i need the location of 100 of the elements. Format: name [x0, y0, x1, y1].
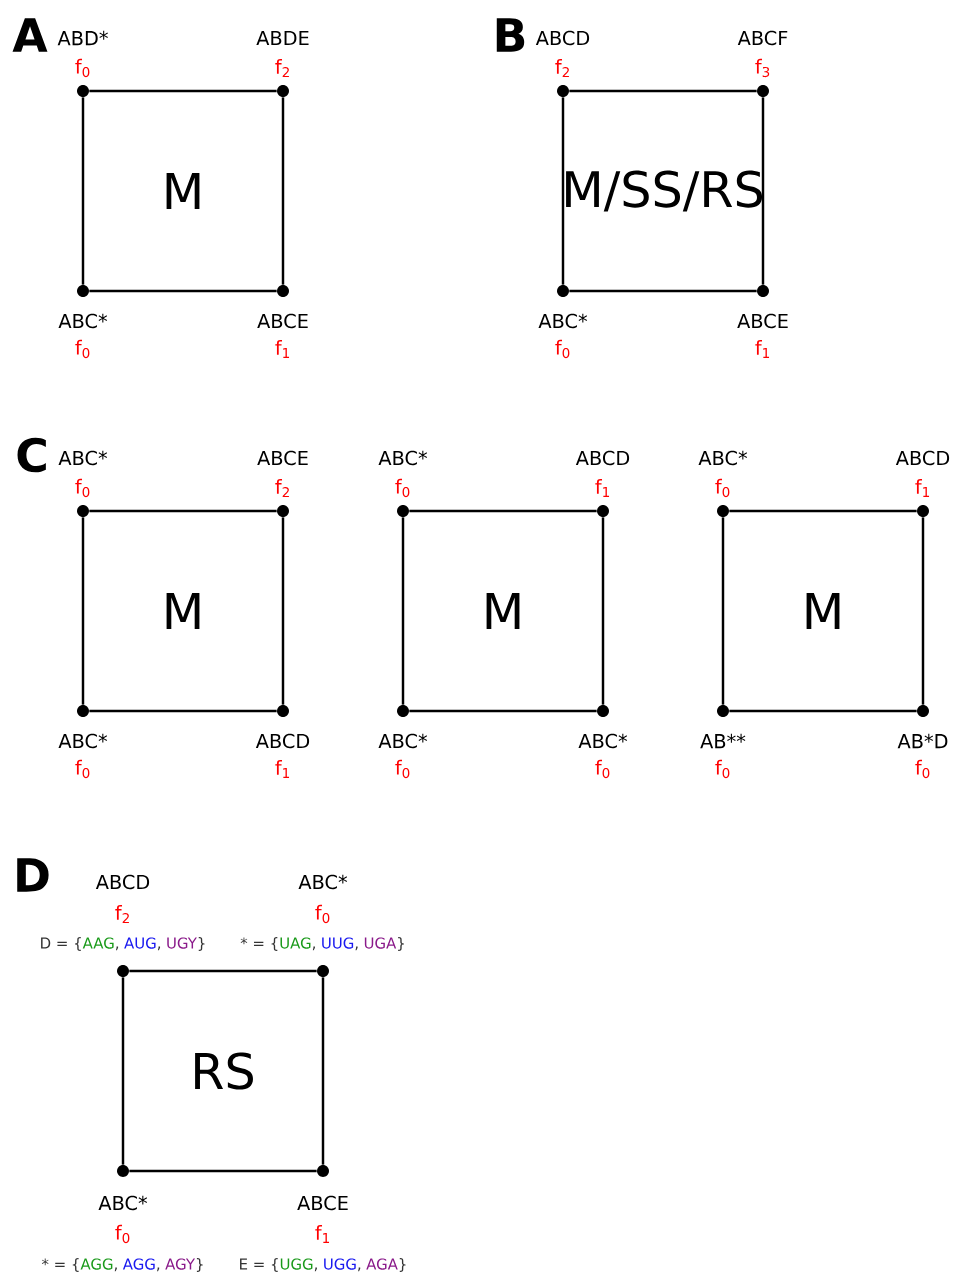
panel-letter: A — [12, 18, 48, 52]
square-side — [281, 517, 285, 705]
square-side — [761, 97, 765, 285]
square-label: M — [806, 593, 840, 629]
square-label: RS — [195, 1052, 253, 1090]
node-label: AGY — [165, 1258, 196, 1270]
square-side — [409, 509, 597, 513]
square-side — [89, 709, 277, 713]
genotype-label: AB*D — [897, 733, 948, 749]
fitness-label: f$_{0}$ — [75, 759, 90, 779]
node-label: AAG — [82, 937, 114, 949]
panel-letter: B — [496, 18, 525, 52]
node-label: , — [114, 1267, 117, 1272]
square-side — [121, 977, 125, 1165]
square-side — [721, 517, 725, 705]
node-label: } — [398, 937, 404, 951]
genotype-label: ABC* — [58, 313, 108, 329]
fitness-label: f$_{1}$ — [275, 760, 289, 778]
fitness-label: f$_{2}$ — [275, 478, 289, 498]
fitness-label: f$_{0}$ — [75, 58, 90, 78]
square-side — [129, 969, 317, 973]
square-side — [81, 517, 85, 705]
genotype-label: ABC* — [298, 874, 348, 890]
node-label: * = { — [41, 1258, 79, 1272]
genotype-label: ABCD — [895, 450, 950, 466]
node-label: } — [198, 937, 205, 951]
codon-set: * = { UAG, UUG, UGA} — [240, 937, 404, 951]
square-side — [921, 517, 925, 705]
genotype-label: ABCD — [575, 450, 630, 466]
square-side — [129, 1169, 317, 1173]
fitness-label: f$_{2}$ — [275, 58, 289, 78]
node-label: } — [196, 1258, 203, 1272]
square-side — [409, 709, 597, 713]
square-side — [281, 97, 285, 285]
genotype-label: ABCE — [257, 313, 308, 329]
square-side — [569, 289, 757, 293]
node-label: AGG — [80, 1258, 113, 1270]
fitness-label: f$_{1}$ — [915, 479, 929, 497]
node-label: E = { — [240, 1258, 278, 1272]
fitness-label: f$_{0}$ — [395, 478, 410, 498]
genotype-label: ABCE — [737, 313, 788, 329]
node-label: } — [399, 1258, 406, 1272]
genotype-label: ABCD — [95, 874, 150, 890]
node-label: AGG — [122, 1258, 155, 1270]
genotype-label: ABC* — [378, 450, 428, 466]
fitness-label: f$_{1}$ — [275, 340, 289, 358]
square-side — [81, 97, 85, 285]
codon-set: D = {AAG, AUG, UGY} — [41, 937, 205, 951]
genotype-label: ABCF — [737, 30, 788, 46]
fitness-label: f$_{0}$ — [595, 759, 610, 779]
fitness-label: f$_{0}$ — [75, 478, 90, 498]
square-side — [729, 709, 917, 713]
node-label: , — [314, 1267, 317, 1272]
square-label: M — [166, 173, 200, 209]
genotype-label: ABCE — [297, 1195, 348, 1211]
genotype-label: ABC* — [538, 313, 588, 329]
genotype-label: AB** — [700, 733, 746, 749]
node-label: UGG — [324, 1258, 356, 1270]
genotype-label: ABCD — [255, 733, 310, 749]
square-side — [89, 89, 277, 93]
genotype-label: ABD* — [57, 30, 108, 46]
square-side — [89, 509, 277, 513]
node-label: UGA — [364, 937, 397, 949]
fitness-label: f$_{0}$ — [75, 339, 90, 359]
fitness-label: f$_{0}$ — [715, 759, 730, 779]
fitness-label: f$_{0}$ — [315, 904, 330, 924]
node-label: UGY — [167, 937, 197, 949]
fitness-label: f$_{0}$ — [115, 1224, 130, 1244]
fitness-label: f$_{0}$ — [915, 759, 930, 779]
genotype-label: ABCD — [535, 30, 590, 46]
square-label: M — [166, 593, 200, 629]
panel-letter: D — [17, 858, 49, 892]
node-label: , — [312, 946, 315, 951]
node-label: UUG — [322, 937, 354, 949]
node-label: UGG — [280, 1258, 313, 1270]
square-label: M/SS/RS — [566, 170, 763, 212]
node-label: * = { — [240, 937, 278, 951]
square-side — [569, 89, 757, 93]
codon-set: * = {AGG, AGG, AGY} — [41, 1258, 203, 1272]
fitness-label: f$_{2}$ — [555, 58, 569, 78]
genotype-label: ABC* — [58, 450, 108, 466]
fitness-label: f$_{2}$ — [115, 904, 129, 924]
genotype-label: ABC* — [698, 450, 748, 466]
fitness-label: f$_{1}$ — [595, 479, 609, 497]
fitness-label: f$_{0}$ — [715, 478, 730, 498]
square-side — [729, 509, 917, 513]
node-label: , — [157, 946, 161, 951]
fitness-label: f$_{0}$ — [555, 339, 570, 359]
node-label: AUG — [124, 937, 156, 949]
fitness-label: f$_{1}$ — [315, 1225, 329, 1243]
square-label: M — [486, 593, 520, 629]
node-label: UAG — [280, 937, 311, 949]
fitness-label: f$_{0}$ — [395, 759, 410, 779]
genotype-label: ABC* — [578, 733, 628, 749]
node-label: , — [115, 946, 119, 951]
node-label: , — [157, 1267, 160, 1272]
node-label: , — [358, 1267, 361, 1272]
panel-letter: C — [17, 437, 46, 473]
genotype-label: ABC* — [58, 733, 108, 749]
square-side — [321, 977, 325, 1165]
